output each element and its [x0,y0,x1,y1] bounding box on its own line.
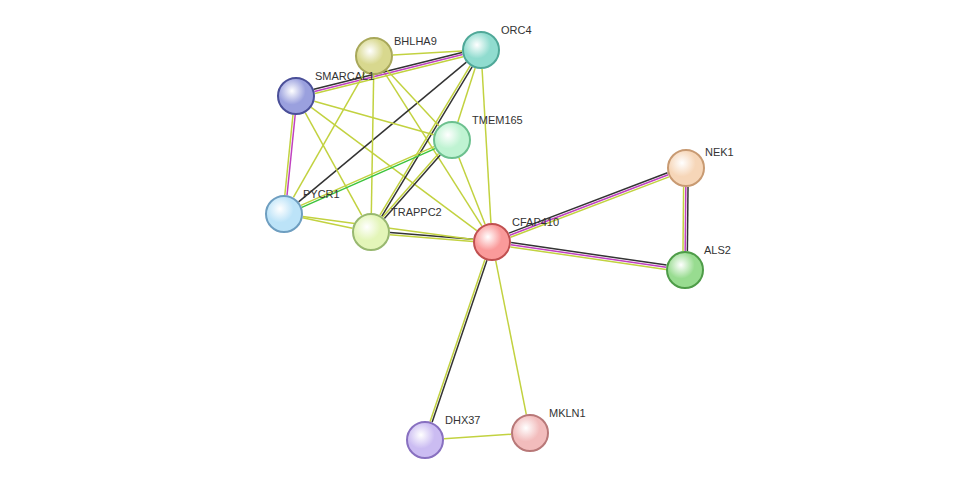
evidence-line [382,67,472,216]
protein-node: PYCR1 [265,195,303,233]
protein-node: DHX37 [406,421,444,459]
protein-node: CFAP410 [473,223,511,261]
protein-node: BHLHA9 [355,37,393,75]
evidence-line [371,75,373,213]
interaction-edge [301,147,435,208]
node-label: BHLHA9 [394,35,437,47]
node-label: MKLN1 [549,407,586,419]
node-label: ALS2 [704,244,731,256]
node-label: DHX37 [445,414,480,426]
protein-node: TRAPPC2 [352,213,390,251]
interaction-edge [371,75,373,213]
node-label: NEK1 [705,146,734,158]
evidence-line [314,101,433,135]
evidence-line [510,247,665,270]
protein-node: NEK1 [667,149,705,187]
node-label: CFAP410 [512,216,559,228]
protein-node: ORC4 [462,31,500,69]
node-label: PYCR1 [303,188,340,200]
node-label: ORC4 [501,24,532,36]
node-label: SMARCAL1 [315,70,374,82]
interaction-edge [430,260,487,423]
evidence-line [285,115,293,195]
evidence-line [510,175,668,235]
evidence-line [444,434,511,438]
evidence-line [432,260,487,422]
evidence-line [511,177,669,237]
evidence-line [511,245,666,268]
evidence-line [302,149,435,208]
interaction-edge [314,101,433,135]
evidence-line [301,147,434,206]
protein-node: SMARCAL1 [277,77,315,115]
evidence-line [303,218,353,228]
interaction-edge [496,261,527,415]
evidence-line [496,261,527,415]
evidence-line [380,66,470,215]
evidence-line [459,158,485,225]
interaction-edge [509,173,669,238]
evidence-line [684,187,686,251]
interaction-edge [303,218,353,228]
protein-node: TMEM165 [433,121,471,159]
interaction-edge [380,66,472,217]
interaction-edge [482,69,491,223]
evidence-line [387,70,439,126]
evidence-line [430,260,485,422]
interaction-edge [285,115,295,195]
interaction-edge [444,434,511,438]
interaction-edge [683,187,688,251]
evidence-line [482,69,491,223]
evidence-line [682,187,684,251]
evidence-line [511,243,666,266]
protein-node: MKLN1 [511,414,549,452]
interaction-edge [510,243,666,270]
node-label: TRAPPC2 [391,206,442,218]
evidence-line [509,173,667,233]
node-label: TMEM165 [472,114,523,126]
protein-node: ALS2 [666,251,704,289]
evidence-line [687,187,689,251]
interaction-edge [459,158,485,225]
interaction-edge [387,70,439,126]
